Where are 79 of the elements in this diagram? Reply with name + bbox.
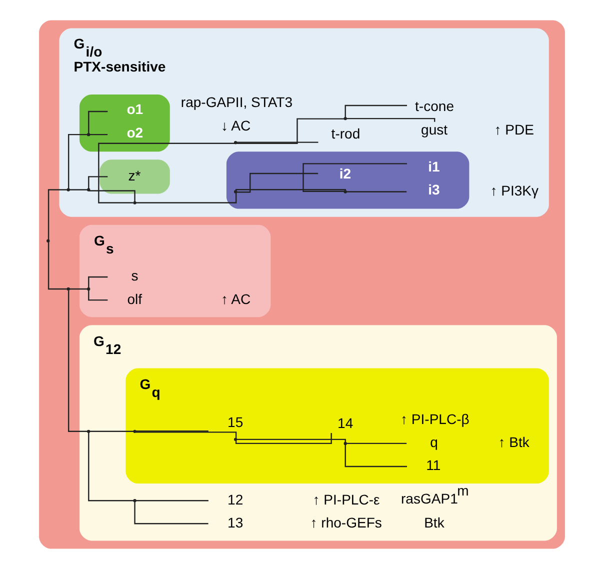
connector — [88, 432, 134, 502]
node-text: o1 — [126, 101, 144, 118]
connector — [136, 432, 237, 438]
label: ↑ Btk — [498, 434, 530, 450]
label: ↑ PI3Kγ — [490, 182, 539, 198]
node-point — [86, 133, 90, 136]
node-text: s — [131, 268, 138, 284]
connector — [346, 442, 407, 444]
node-text: q — [430, 434, 438, 450]
node-point — [66, 287, 70, 291]
node-point — [234, 190, 238, 194]
node-text: t-rod — [331, 125, 360, 142]
node-text: i3 — [428, 181, 440, 198]
connector — [90, 134, 108, 136]
connector — [344, 444, 407, 468]
node-point — [344, 116, 347, 120]
connector — [236, 142, 318, 143]
cluster — [79, 94, 170, 152]
node-point — [344, 442, 347, 446]
cluster — [39, 20, 565, 549]
node-text: t-cone — [415, 98, 454, 114]
connector — [68, 134, 88, 188]
connector — [90, 430, 134, 432]
label: rap-GAPII, STAT3 — [180, 94, 293, 110]
connector — [236, 172, 318, 193]
node-text: 12 — [228, 491, 244, 508]
node-text: olf — [127, 290, 142, 307]
node-text: o2 — [126, 124, 144, 140]
connector — [88, 176, 108, 189]
connector — [236, 118, 344, 144]
connector — [236, 438, 346, 442]
node-point — [46, 239, 50, 242]
node-text: gust — [421, 121, 448, 138]
node-point — [344, 190, 347, 194]
connector — [68, 290, 88, 432]
label: ↑ rho-GEFs — [310, 514, 382, 530]
connector — [346, 118, 436, 122]
connector — [235, 433, 332, 444]
node-text: i2 — [339, 165, 352, 182]
label: ↑ AC — [221, 290, 251, 307]
connector — [98, 142, 235, 204]
connector — [69, 189, 88, 190]
node-text: 15 — [228, 414, 244, 430]
node-text: 11 — [426, 457, 441, 474]
connector — [88, 290, 108, 301]
label: ↑ PI-PLC-ε — [312, 491, 380, 508]
node-point — [86, 430, 90, 433]
connector — [302, 163, 407, 192]
connector — [69, 288, 88, 290]
connector — [346, 191, 407, 192]
node-point — [86, 188, 90, 192]
label: ↓ AC — [221, 117, 251, 134]
node-text: i1 — [428, 158, 440, 174]
node-point — [133, 201, 136, 204]
connector — [235, 189, 346, 191]
label: ↑ PDE — [494, 121, 534, 138]
connector — [48, 189, 68, 240]
connector — [89, 190, 136, 202]
connector — [344, 104, 407, 118]
cluster — [226, 152, 470, 209]
cluster — [100, 160, 170, 194]
node-point — [133, 430, 136, 433]
node-point — [86, 287, 90, 291]
connector — [88, 110, 108, 134]
node-text: z* — [128, 167, 141, 184]
label: Btk — [424, 514, 444, 530]
node-text: 14 — [338, 415, 354, 432]
connector — [136, 192, 237, 204]
node-point — [66, 188, 70, 192]
node-point — [234, 438, 238, 442]
node-point — [234, 141, 238, 144]
label: ↑ PI-PLC-β — [400, 411, 470, 428]
node-text: 13 — [228, 514, 244, 530]
connector — [48, 242, 68, 290]
connector — [136, 500, 208, 502]
connector — [134, 502, 208, 524]
connector — [136, 430, 208, 432]
connector — [88, 276, 108, 288]
node-point — [133, 499, 136, 502]
